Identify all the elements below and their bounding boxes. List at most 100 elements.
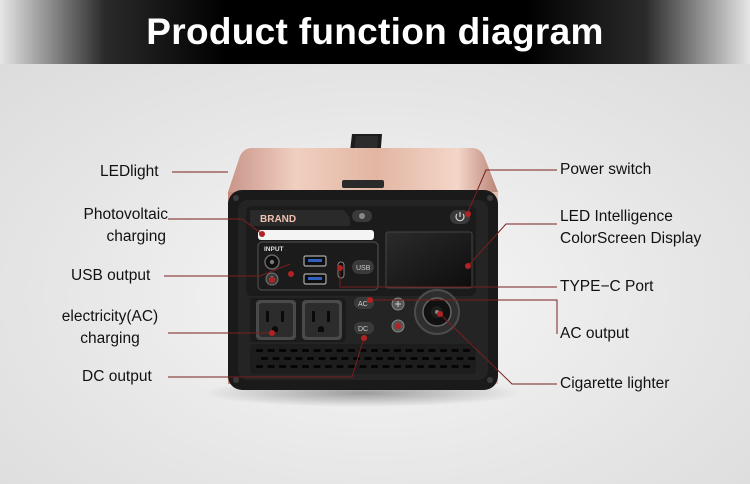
vent-slot	[440, 365, 447, 368]
callout-line-power	[467, 169, 557, 213]
vent-slot	[359, 349, 367, 352]
cigarette-lighter-socket[interactable]	[414, 289, 460, 335]
light-icon	[359, 213, 365, 219]
vent-slot	[318, 357, 326, 360]
vent-slot	[302, 365, 309, 368]
vent-slot	[336, 365, 344, 368]
vent-slot	[325, 349, 332, 352]
vent-slot	[272, 357, 280, 360]
vent-slot	[364, 357, 372, 360]
vent-slot	[256, 365, 263, 368]
callout-dots	[259, 211, 471, 341]
callout-dot-type-c	[337, 265, 343, 271]
callout-line-type-c	[339, 268, 557, 288]
vent-slot	[341, 357, 349, 360]
led-light-bar	[258, 230, 374, 240]
vent-slot	[382, 349, 390, 352]
label-led-screen-line2: ColorScreen Display	[560, 230, 702, 247]
vent-slot	[302, 349, 309, 352]
label-ac-output: AC output	[560, 325, 629, 342]
vent-panel	[250, 344, 476, 374]
vent-slot	[376, 357, 383, 360]
control-panel: BRAND INPUT USB	[246, 206, 476, 296]
vent-slot	[290, 365, 298, 368]
callout-line-photovoltaic	[168, 218, 263, 235]
callout-dot-cigarette	[437, 311, 443, 317]
vent-slot	[463, 365, 470, 368]
vent-slot	[295, 357, 303, 360]
vent-slot	[284, 357, 291, 360]
vent-grille	[250, 344, 476, 374]
callout-dot-dc-output	[361, 335, 367, 341]
label-type-c-port: TYPE−C Port	[560, 278, 654, 295]
vent-slot	[313, 365, 321, 368]
vent-slot	[279, 365, 286, 368]
ac-badge-text: AC	[358, 301, 368, 308]
vent-slot	[348, 349, 355, 352]
title-banner: Product function diagram	[0, 0, 750, 64]
label-ac-charging-line1: electricity(AC)	[61, 308, 159, 325]
vent-slot	[394, 365, 401, 368]
vent-slot	[307, 357, 314, 360]
vent-slot	[290, 349, 298, 352]
vent-slot	[394, 349, 401, 352]
vent-slot	[463, 349, 470, 352]
callout-dot-ac-input	[269, 277, 275, 283]
input-label: INPUT	[264, 246, 284, 253]
vent-slot	[410, 357, 418, 360]
vent-slot	[359, 365, 367, 368]
vent-slot	[348, 365, 355, 368]
ac-socket-2[interactable]	[302, 300, 342, 340]
vent-slot	[267, 365, 275, 368]
vent-slot	[371, 365, 378, 368]
callout-dot-ac-output	[367, 297, 373, 303]
vent-slot	[256, 349, 263, 352]
callout-line-ac-output	[370, 299, 558, 334]
callout-dot-dc-button	[395, 323, 401, 329]
vent-slot	[451, 365, 459, 368]
vent-slot	[399, 357, 406, 360]
vent-slot	[422, 357, 429, 360]
vent-slot	[417, 365, 424, 368]
vent-slot	[445, 357, 452, 360]
callout-dot-power	[465, 211, 471, 217]
vent-slot	[279, 349, 286, 352]
vent-slot	[468, 357, 475, 360]
vent-slot	[405, 365, 413, 368]
label-led-screen: LED Intelligence ColorScreen Display	[560, 206, 701, 250]
dc-badge	[354, 322, 374, 334]
power-icon	[455, 213, 465, 222]
brand-text: BRAND	[260, 214, 296, 225]
vent-slot	[428, 365, 436, 368]
label-ac-charging-line2: charging	[80, 330, 140, 347]
label-led-light: LEDlight	[100, 163, 159, 180]
vent-slot	[330, 357, 337, 360]
label-photovoltaic-line2: charging	[106, 228, 166, 245]
label-led-screen-line1: LED Intelligence	[560, 208, 673, 225]
vent-slot	[261, 357, 268, 360]
page-title: Product function diagram	[146, 11, 604, 52]
callout-line-cigarette	[439, 313, 557, 385]
label-usb-output: USB output	[71, 267, 151, 284]
ac-socket-1[interactable]	[256, 300, 296, 340]
vent-slot	[325, 365, 332, 368]
vent-slot	[353, 357, 360, 360]
callout-dot-photovoltaic	[259, 231, 265, 237]
label-photovoltaic: Photovoltaic charging	[60, 204, 168, 248]
label-dc-output: DC output	[82, 368, 152, 385]
callout-dot-screen	[465, 263, 471, 269]
vent-slot	[417, 349, 424, 352]
callout-lines	[164, 169, 558, 385]
vent-slot	[440, 349, 447, 352]
callout-line-usb	[164, 263, 291, 277]
vent-slot	[456, 357, 464, 360]
callout-dot-ac-charging	[269, 330, 275, 336]
callout-dot-usb	[288, 271, 294, 277]
vent-slot	[433, 357, 441, 360]
vent-slot	[382, 365, 390, 368]
callout-line-dc-output	[168, 337, 365, 378]
label-cigarette-lighter: Cigarette lighter	[560, 375, 670, 392]
vent-slot	[387, 357, 395, 360]
vent-slot	[405, 349, 413, 352]
